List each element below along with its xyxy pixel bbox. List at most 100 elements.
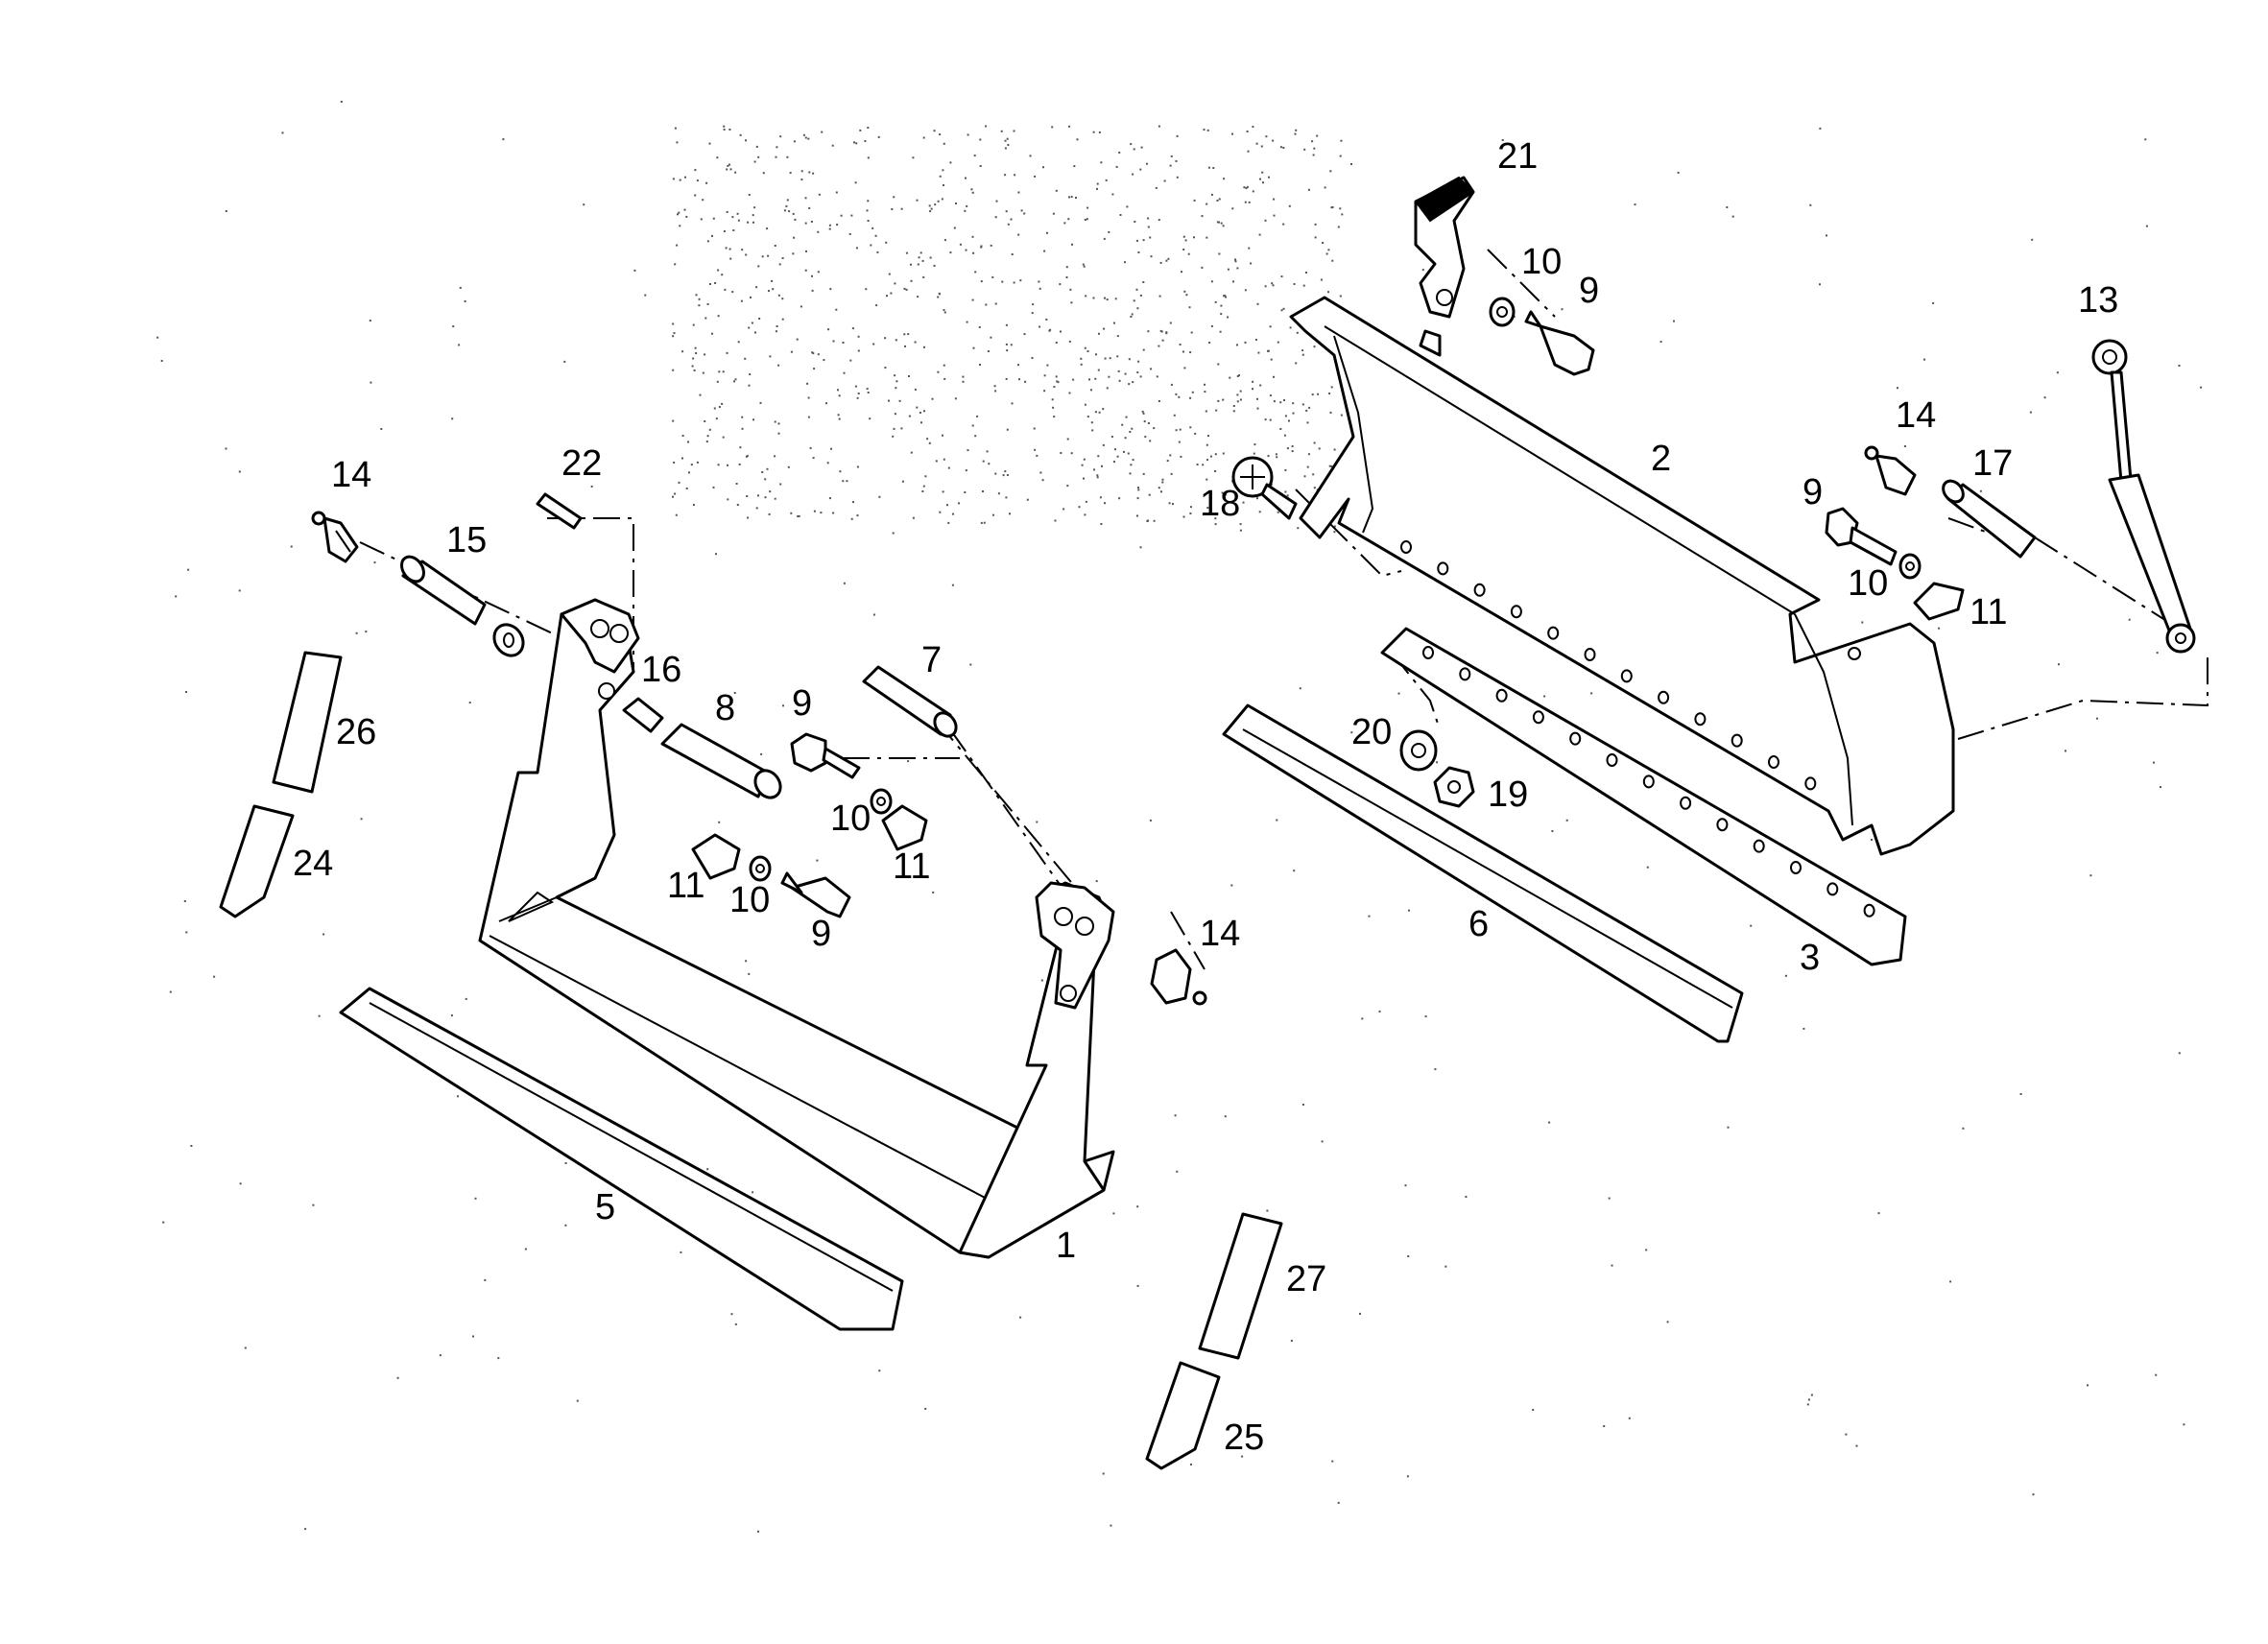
bolt-hole xyxy=(1510,605,1522,619)
speck xyxy=(1189,426,1192,429)
speck xyxy=(1103,327,1106,330)
speck xyxy=(888,273,891,275)
speck xyxy=(764,478,767,481)
speck xyxy=(1284,468,1287,471)
speck xyxy=(857,349,860,352)
speck xyxy=(502,138,505,141)
speck xyxy=(757,1530,759,1533)
speck xyxy=(698,298,701,300)
speck xyxy=(711,332,713,335)
speck xyxy=(1053,386,1056,389)
bolt-hole xyxy=(1620,669,1633,683)
speck xyxy=(1255,142,1258,145)
speck xyxy=(1731,215,1734,218)
speck xyxy=(685,215,688,218)
speck xyxy=(935,460,938,463)
speck xyxy=(708,428,711,431)
speck xyxy=(1106,387,1109,390)
speck xyxy=(1185,294,1188,297)
speck xyxy=(739,133,742,136)
speck xyxy=(185,691,187,693)
speck xyxy=(1179,428,1182,431)
speck xyxy=(1231,132,1233,135)
speck xyxy=(971,191,974,194)
speck xyxy=(1153,519,1156,522)
speck xyxy=(1248,201,1251,203)
speck xyxy=(674,263,677,266)
speck xyxy=(2160,786,2161,789)
speck xyxy=(1339,207,1342,210)
speck xyxy=(1634,203,1636,206)
speck xyxy=(1270,358,1273,361)
speck xyxy=(895,387,897,390)
speck xyxy=(1727,1126,1730,1129)
callout-8: 8 xyxy=(715,688,735,728)
speck xyxy=(917,296,919,298)
speck xyxy=(1023,212,1026,215)
speck xyxy=(1190,506,1192,509)
speck xyxy=(917,263,919,266)
speck xyxy=(458,344,461,346)
part-22-pin xyxy=(536,492,583,530)
speck xyxy=(771,279,774,282)
speck xyxy=(813,510,816,512)
speck xyxy=(1212,167,1215,169)
speck xyxy=(1313,487,1316,489)
callout-17: 17 xyxy=(1972,443,2013,484)
speck xyxy=(794,218,797,221)
speck xyxy=(775,330,777,333)
speck xyxy=(696,461,699,464)
speck xyxy=(1318,447,1321,450)
speck xyxy=(696,179,699,182)
speck xyxy=(1040,979,1043,982)
speck xyxy=(675,513,678,516)
speck xyxy=(1085,500,1087,503)
speck xyxy=(721,274,724,276)
speck xyxy=(1147,226,1150,228)
speck xyxy=(985,303,988,306)
speck xyxy=(729,168,732,171)
speck xyxy=(1161,481,1164,484)
speck xyxy=(972,251,975,254)
speck xyxy=(1006,474,1009,476)
callout-10-d: 10 xyxy=(1848,563,1888,604)
speck xyxy=(1052,406,1055,409)
speck xyxy=(933,130,936,132)
part-25-wear-tip xyxy=(1145,1361,1221,1470)
speck xyxy=(788,210,791,213)
speck xyxy=(1070,301,1073,304)
speck xyxy=(169,990,172,993)
speck xyxy=(1279,401,1282,404)
speck xyxy=(970,188,973,191)
speck xyxy=(524,1248,527,1251)
speck xyxy=(692,357,695,360)
speck xyxy=(987,350,990,352)
speck xyxy=(683,208,686,211)
speck xyxy=(1149,440,1152,442)
speck xyxy=(723,129,726,131)
speck xyxy=(1245,187,1248,190)
speck xyxy=(156,336,159,339)
speck xyxy=(741,427,744,430)
speck xyxy=(997,492,1000,495)
speck xyxy=(1291,450,1294,453)
speck xyxy=(910,451,913,454)
speck xyxy=(1222,452,1225,455)
speck xyxy=(1262,181,1264,184)
speck xyxy=(1004,174,1007,177)
speck xyxy=(1611,1264,1613,1267)
speck xyxy=(1465,1196,1468,1198)
speck xyxy=(971,235,974,238)
speck xyxy=(322,933,325,936)
part-20-washer xyxy=(1399,729,1438,772)
speck xyxy=(914,388,917,391)
part-2-blade xyxy=(1289,296,1955,856)
speck xyxy=(806,382,809,385)
speck xyxy=(1290,1340,1293,1342)
speck xyxy=(907,760,910,763)
speck xyxy=(1276,456,1278,459)
speck xyxy=(484,1278,487,1281)
speck xyxy=(1223,295,1226,298)
speck xyxy=(706,303,709,305)
speck xyxy=(674,492,677,495)
